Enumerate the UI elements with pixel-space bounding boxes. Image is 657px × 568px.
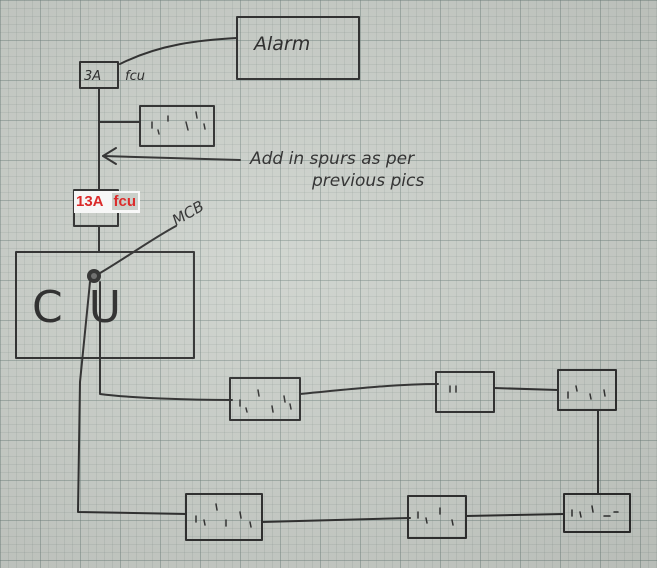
ring-socket-4: [563, 493, 631, 533]
ring-socket-6: [185, 493, 263, 541]
mcb-label: MCB: [169, 197, 207, 229]
ring-cable-4-5: [465, 513, 565, 517]
ring-socket-5: [407, 495, 467, 539]
note-line-2: previous pics: [311, 171, 424, 191]
fcu-13a-label: fcu: [111, 193, 139, 210]
alarm-label: Alarm: [252, 33, 310, 55]
consumer-unit: C U: [15, 251, 195, 359]
alarm-box: Alarm: [236, 16, 360, 80]
fuse-13a-label: 13A: [76, 193, 104, 210]
ring-socket-3: [557, 369, 617, 411]
ring-cable-leg-a: [99, 281, 233, 401]
note-arrow-head: [102, 147, 117, 165]
fuse-3a-label: 3A: [84, 69, 101, 84]
fuse-3a-box: 3A fcu: [79, 61, 145, 89]
ring-cable-1-2: [299, 383, 439, 395]
ring-cable-leg-b: [77, 281, 187, 515]
mcb-breaker-center: [91, 273, 97, 279]
spur-socket: [139, 105, 215, 147]
note-line-1: Add in spurs as per: [249, 149, 415, 169]
alarm-cable: [119, 37, 238, 65]
consumer-unit-label: C U: [32, 282, 127, 333]
ring-cable-2-3: [493, 387, 559, 391]
note-arrow-shaft: [102, 155, 241, 161]
ring-cable-5-6: [261, 517, 411, 523]
ring-socket-2: [435, 371, 495, 413]
fuse-13a-label-group: 13A fcu: [74, 191, 141, 213]
ring-socket-1: [229, 377, 301, 421]
fcu-small-label: fcu: [125, 69, 145, 84]
